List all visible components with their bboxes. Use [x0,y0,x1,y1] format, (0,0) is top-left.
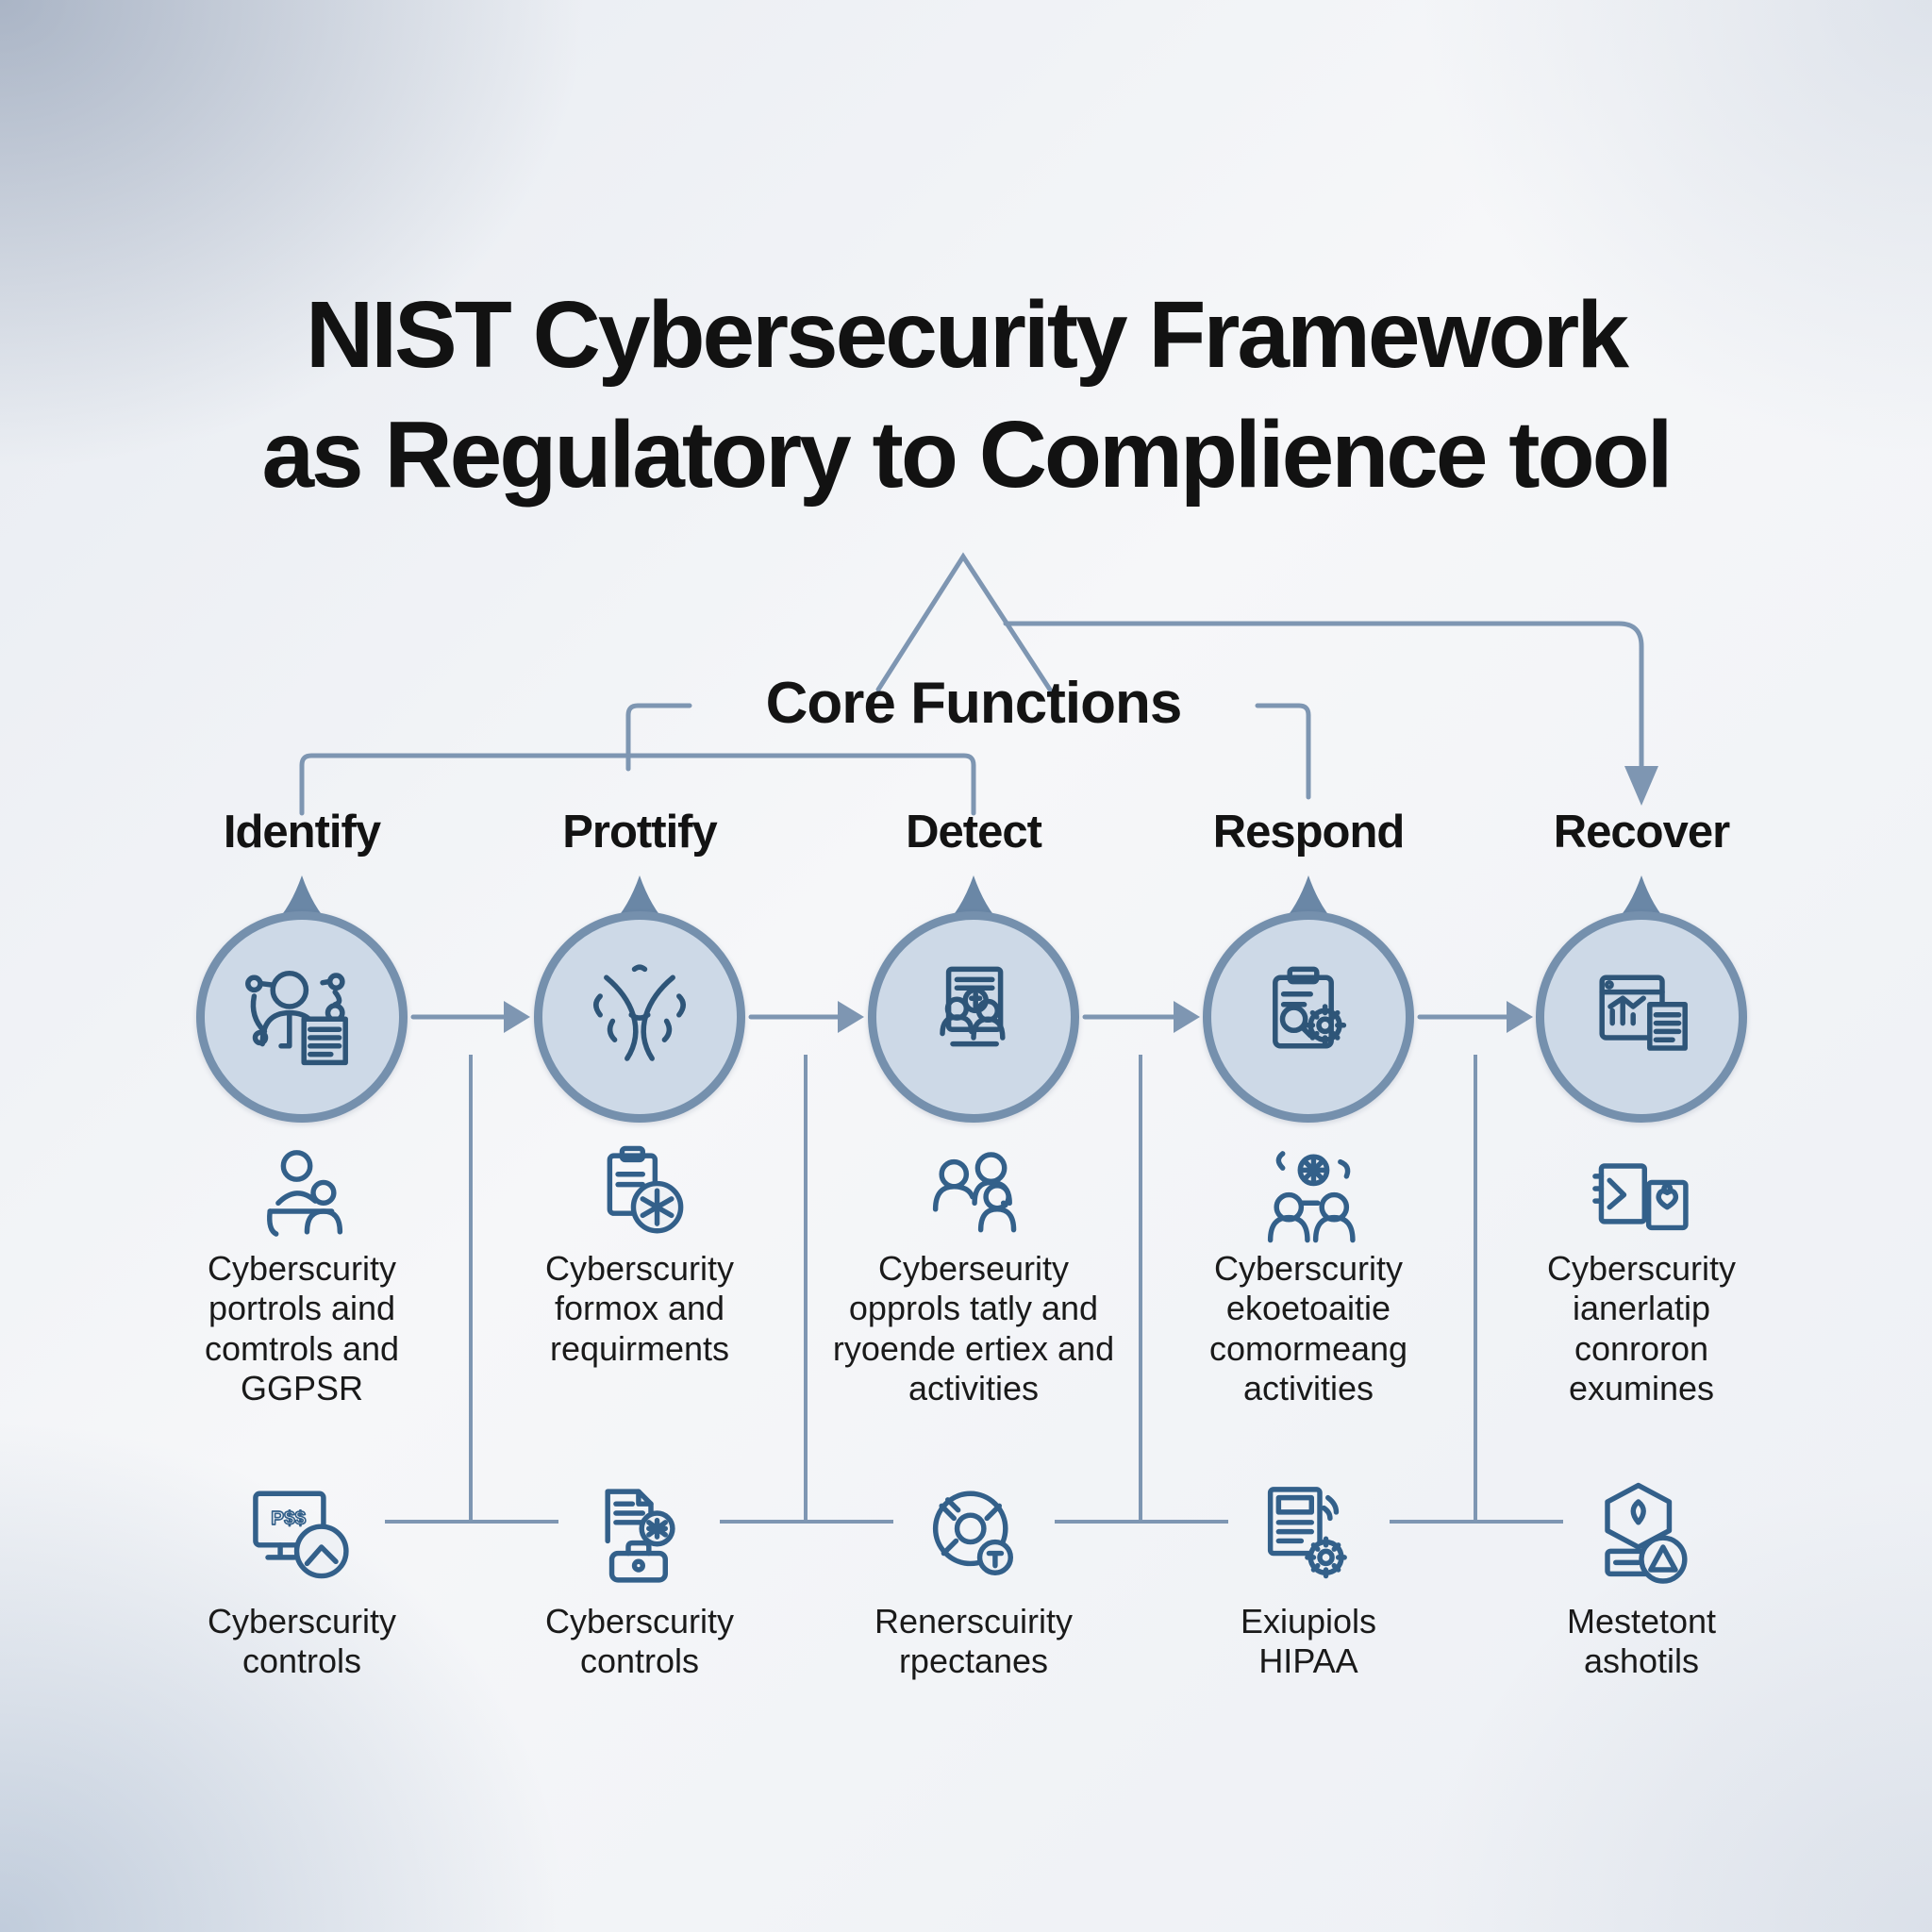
arrowhead-3-icon [1174,1001,1200,1033]
column-protect: Prottify [470,0,809,1932]
arrowhead-1-icon [504,1001,530,1033]
column-recover: Recover [1472,0,1811,1932]
detect-example: Renerscuirity rpectanes [874,1602,1074,1681]
column-header: Detect [906,807,1042,858]
recover-circle [1536,911,1747,1123]
core-right-bracket [1255,703,1311,800]
monitor-icon-text: P$$ [271,1507,306,1529]
protect-example: Cyberscurity controls [544,1602,735,1681]
browser-chart-document-icon [1599,974,1688,1051]
document-gear-signal-icon [1139,1479,1478,1592]
column-detect: Detect [804,0,1143,1932]
lifebuoy-badge-icon [804,1479,1143,1592]
recover-description: Cyberscurity ianerlatip conroron exumine… [1546,1249,1737,1408]
page-title: NIST Cybersecurity Framework as Regulato… [0,275,1932,515]
identify-circle [196,911,408,1123]
column-respond: Respond [1139,0,1478,1932]
title-line-2: as Regulatory to Complience tool [261,402,1673,508]
column-identify: Identify [132,0,472,1932]
monitor-dollar-clock-icon: P$$ [132,1479,472,1592]
clipboard-asterisk-icon [470,1143,809,1257]
column-header: Identify [223,807,381,858]
column-header: Prottify [562,807,718,858]
person-at-desk-icon [132,1143,472,1257]
crossed-branches-icon [593,964,686,1061]
recover-arrowhead-icon [1624,766,1658,806]
title-line-1: NIST Cybersecurity Framework [306,282,1629,388]
people-group-icon [804,1143,1143,1257]
respond-description: Cyberscurity ekoetoaitie comormeang acti… [1208,1249,1408,1408]
people-gear-exchange-icon [1139,1143,1478,1257]
detect-circle [868,911,1079,1123]
document-gear-toolbox-icon [470,1479,809,1592]
card-shield-check-icon [1472,1143,1811,1257]
arrowhead-2-icon [838,1001,864,1033]
identify-detect-bracket [299,753,976,816]
shield-hexagon-alert-icon [1472,1479,1811,1592]
identify-example: Cyberscurity controls [207,1602,397,1681]
caret-connector [875,552,1053,692]
respond-circle [1203,911,1414,1123]
protect-circle [534,911,745,1123]
protect-description: Cyberscurity formox and requirments [544,1249,735,1368]
core-functions-label: Core Functions [765,671,1183,736]
person-network-document-icon [245,971,348,1066]
column-header: Recover [1553,807,1730,858]
identify-description: Cyberscurity portrols aind comtrols and … [204,1249,400,1408]
document-people-dollar-icon [940,966,1006,1047]
recover-connector-line [1003,621,1644,769]
clipboard-magnifier-gear-icon [1273,966,1347,1049]
column-header: Respond [1212,807,1406,858]
respond-example: Exiupiols HIPAA [1240,1602,1377,1681]
recover-example: Mestetont ashotils [1566,1602,1717,1681]
core-left-bracket [625,703,692,772]
arrowhead-4-icon [1507,1001,1533,1033]
detect-description: Cyberseurity opprols tatly and ryoende e… [832,1249,1115,1408]
